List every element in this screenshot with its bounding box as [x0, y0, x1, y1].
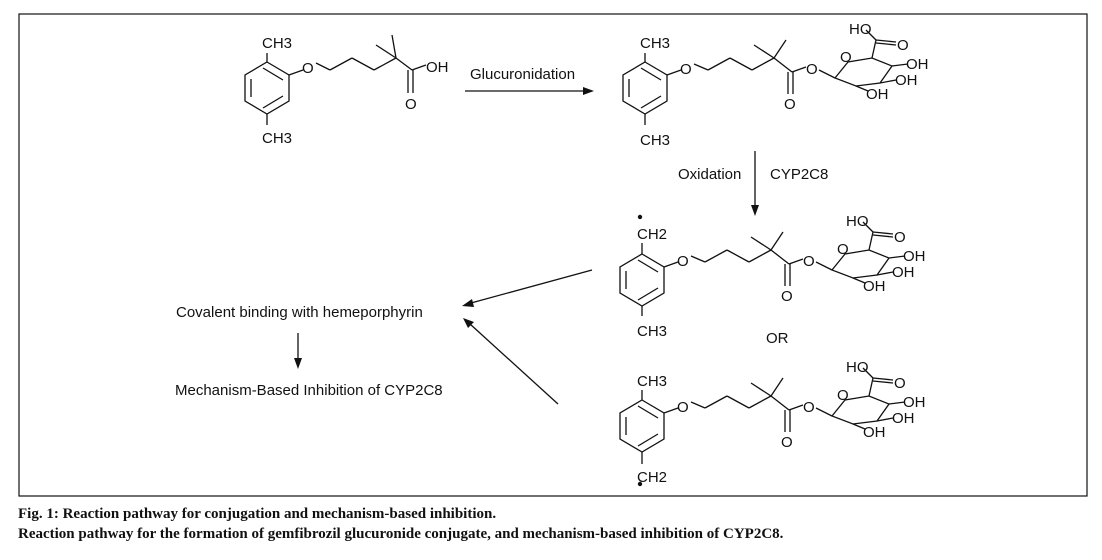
carbonyl-oxygen-label: O — [781, 288, 793, 305]
ring-oxygen-label: O — [840, 49, 852, 66]
gemfibrozil-structure: CH3 CH3 O OH O — [244, 34, 449, 147]
oxidation-label: Oxidation — [678, 166, 741, 183]
hydroxyl-label: OH — [892, 410, 915, 427]
hydroxyl-label: OH — [863, 278, 886, 295]
methyl-label: CH3 — [637, 373, 667, 390]
covalent-binding-label: Covalent binding with hemeporphyrin — [176, 304, 423, 321]
ring-oxygen-label: O — [837, 387, 849, 404]
ring-oxygen-label: O — [837, 241, 849, 258]
binding-arrows — [462, 269, 593, 405]
carboxyl-hydroxyl-label: HO — [846, 359, 869, 376]
methyl-label: CH3 — [640, 132, 670, 149]
methyl-label: CH3 — [262, 130, 292, 147]
ether-oxygen-label: O — [302, 60, 314, 77]
ester-oxygen-label: O — [803, 399, 815, 416]
enzyme-label: CYP2C8 — [770, 166, 828, 183]
figure-caption-description: Reaction pathway for the formation of ge… — [18, 526, 784, 542]
glucuronidation-step: Glucuronidation — [465, 66, 594, 95]
figure-caption-title: Fig. 1: Reaction pathway for conjugation… — [18, 506, 497, 522]
carboxyl-hydroxyl-label: HO — [849, 21, 872, 38]
figure-frame — [18, 13, 1088, 497]
hydroxyl-label: OH — [903, 248, 926, 265]
hydroxyl-label: OH — [866, 86, 889, 103]
carbonyl-oxygen-label: O — [405, 96, 417, 113]
glucuronidation-label: Glucuronidation — [470, 66, 575, 83]
radical-dot — [637, 481, 643, 487]
carbonyl-oxygen-label: O — [781, 434, 793, 451]
hydroxyl-label: OH — [892, 264, 915, 281]
ether-oxygen-label: O — [677, 253, 689, 270]
or-label: OR — [766, 330, 789, 347]
hydroxyl-label: OH — [903, 394, 926, 411]
mechanism-based-inhibition-label: Mechanism-Based Inhibition of CYP2C8 — [175, 382, 443, 399]
carboxyl-oxygen-label: O — [894, 375, 906, 392]
hydroxyl-label: OH — [906, 56, 929, 73]
radical-dot — [637, 214, 643, 220]
carbonyl-oxygen-label: O — [784, 96, 796, 113]
methyl-label: CH3 — [262, 35, 292, 52]
methyl-label: CH3 — [637, 323, 667, 340]
radical-intermediate-meta: CH3 CH2 O O O O HO O OH OH OH — [619, 359, 926, 487]
hydroxyl-label: OH — [895, 72, 918, 89]
ether-oxygen-label: O — [680, 61, 692, 78]
carboxyl-oxygen-label: O — [897, 37, 909, 54]
ester-oxygen-label: O — [806, 61, 818, 78]
carboxyl-hydroxyl-label: HO — [846, 213, 869, 230]
methylene-label: CH2 — [637, 469, 667, 486]
ether-oxygen-label: O — [677, 399, 689, 416]
radical-intermediate-ortho: CH2 CH3 O O O O HO O OH OH OH — [619, 213, 926, 340]
methyl-label: CH3 — [640, 35, 670, 52]
carboxyl-oxygen-label: O — [894, 229, 906, 246]
glucuronide-conjugate-structure: CH3 CH3 O O O O HO O OH OH OH — [622, 21, 929, 149]
hydroxyl-label: OH — [863, 424, 886, 441]
methylene-label: CH2 — [637, 226, 667, 243]
ester-oxygen-label: O — [803, 253, 815, 270]
hydroxyl-label: OH — [426, 59, 449, 76]
oxidation-step: Oxidation CYP2C8 — [678, 151, 828, 216]
inhibition-arrow — [294, 333, 302, 369]
